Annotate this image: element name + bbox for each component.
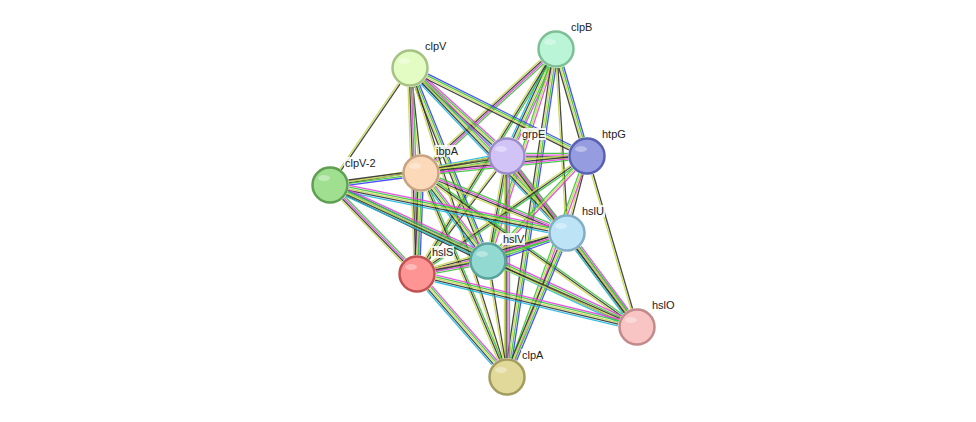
node-circle [488, 358, 526, 396]
interaction-edge [435, 275, 620, 326]
node-label: hslS [431, 246, 454, 258]
node-circle [570, 139, 605, 174]
node-circle [400, 257, 435, 292]
node-circle [539, 32, 574, 67]
evidence-strand [435, 278, 618, 322]
node-label: hslU [581, 205, 605, 217]
protein-node: hslV [469, 242, 507, 280]
node-circle [490, 360, 525, 395]
protein-node: hslS [398, 255, 436, 293]
node-circle [393, 51, 428, 86]
evidence-strand [427, 291, 492, 365]
node-highlight [625, 317, 637, 323]
evidence-strand [436, 275, 619, 319]
node-circle [471, 244, 506, 279]
node-highlight [409, 163, 421, 169]
protein-node: clpA [488, 358, 526, 396]
node-circle [404, 156, 439, 191]
node-circle [488, 137, 526, 175]
interaction-edge [340, 83, 400, 170]
evidence-strand [436, 277, 619, 321]
evidence-strand [435, 282, 618, 326]
node-label: clpV [424, 40, 447, 52]
node-label: clpA [521, 349, 544, 361]
node-label: clpV-2 [344, 157, 377, 169]
protein-node: ibpA [402, 154, 440, 192]
protein-node: htpG [568, 137, 606, 175]
evidence-strand [562, 67, 582, 138]
node-circle [311, 166, 349, 204]
node-circle [537, 30, 575, 68]
evidence-strand [341, 84, 400, 170]
node-highlight [544, 39, 556, 45]
evidence-strand [348, 191, 621, 317]
node-label: hslO [651, 299, 676, 311]
node-circle [469, 242, 507, 280]
node-highlight [398, 58, 410, 64]
evidence-strand [578, 248, 625, 312]
node-circle [391, 49, 429, 87]
node-highlight [318, 175, 330, 181]
interaction-edge [427, 286, 497, 365]
node-circle [490, 139, 525, 174]
evidence-strand [347, 193, 620, 319]
node-circle [568, 137, 606, 175]
evidence-strand [349, 173, 402, 180]
evidence-strand [435, 262, 469, 268]
interaction-edge [349, 173, 403, 185]
protein-node: clpB [537, 30, 575, 68]
evidence-strand [581, 246, 628, 310]
node-circle [313, 168, 348, 203]
node-circle [550, 216, 585, 251]
node-highlight [555, 223, 567, 229]
node-circle [620, 310, 655, 345]
evidence-strand [526, 153, 568, 154]
node-circle [402, 154, 440, 192]
evidence-strand [428, 289, 493, 363]
evidence-strand [346, 196, 619, 322]
protein-node: clpV [391, 49, 429, 87]
evidence-strand [347, 195, 620, 321]
node-circle [548, 214, 586, 252]
node-highlight [495, 367, 507, 373]
protein-node: clpV-2 [311, 166, 349, 204]
node-label: hslV [502, 233, 525, 245]
interaction-edge [435, 262, 470, 273]
node-highlight [405, 264, 417, 270]
protein-node: hslU [548, 214, 586, 252]
evidence-strand [430, 288, 495, 362]
node-label: ibpA [435, 145, 459, 157]
node-highlight [575, 146, 587, 152]
evidence-strand [560, 67, 580, 138]
node-circle [618, 308, 656, 346]
evidence-strand [349, 175, 402, 182]
node-highlight [495, 146, 507, 152]
interaction-edge [512, 173, 582, 359]
interaction-edge [559, 67, 584, 139]
evidence-strand [349, 176, 402, 183]
evidence-strand [580, 247, 627, 311]
protein-node: hslO [618, 308, 656, 346]
evidence-strand [340, 83, 399, 169]
protein-node: grpE [488, 137, 526, 175]
evidence-strand [348, 192, 548, 232]
node-highlight [476, 251, 488, 257]
node-label: htpG [601, 128, 627, 140]
evidence-strand [432, 286, 497, 360]
evidence-strand [431, 287, 496, 361]
node-label: grpE [521, 128, 546, 140]
evidence-strand [426, 79, 569, 150]
node-label: clpB [570, 21, 593, 33]
interaction-edge [433, 60, 543, 162]
evidence-strand [435, 280, 618, 324]
node-circle [398, 255, 436, 293]
evidence-strand [512, 173, 579, 358]
evidence-strand [564, 67, 584, 138]
